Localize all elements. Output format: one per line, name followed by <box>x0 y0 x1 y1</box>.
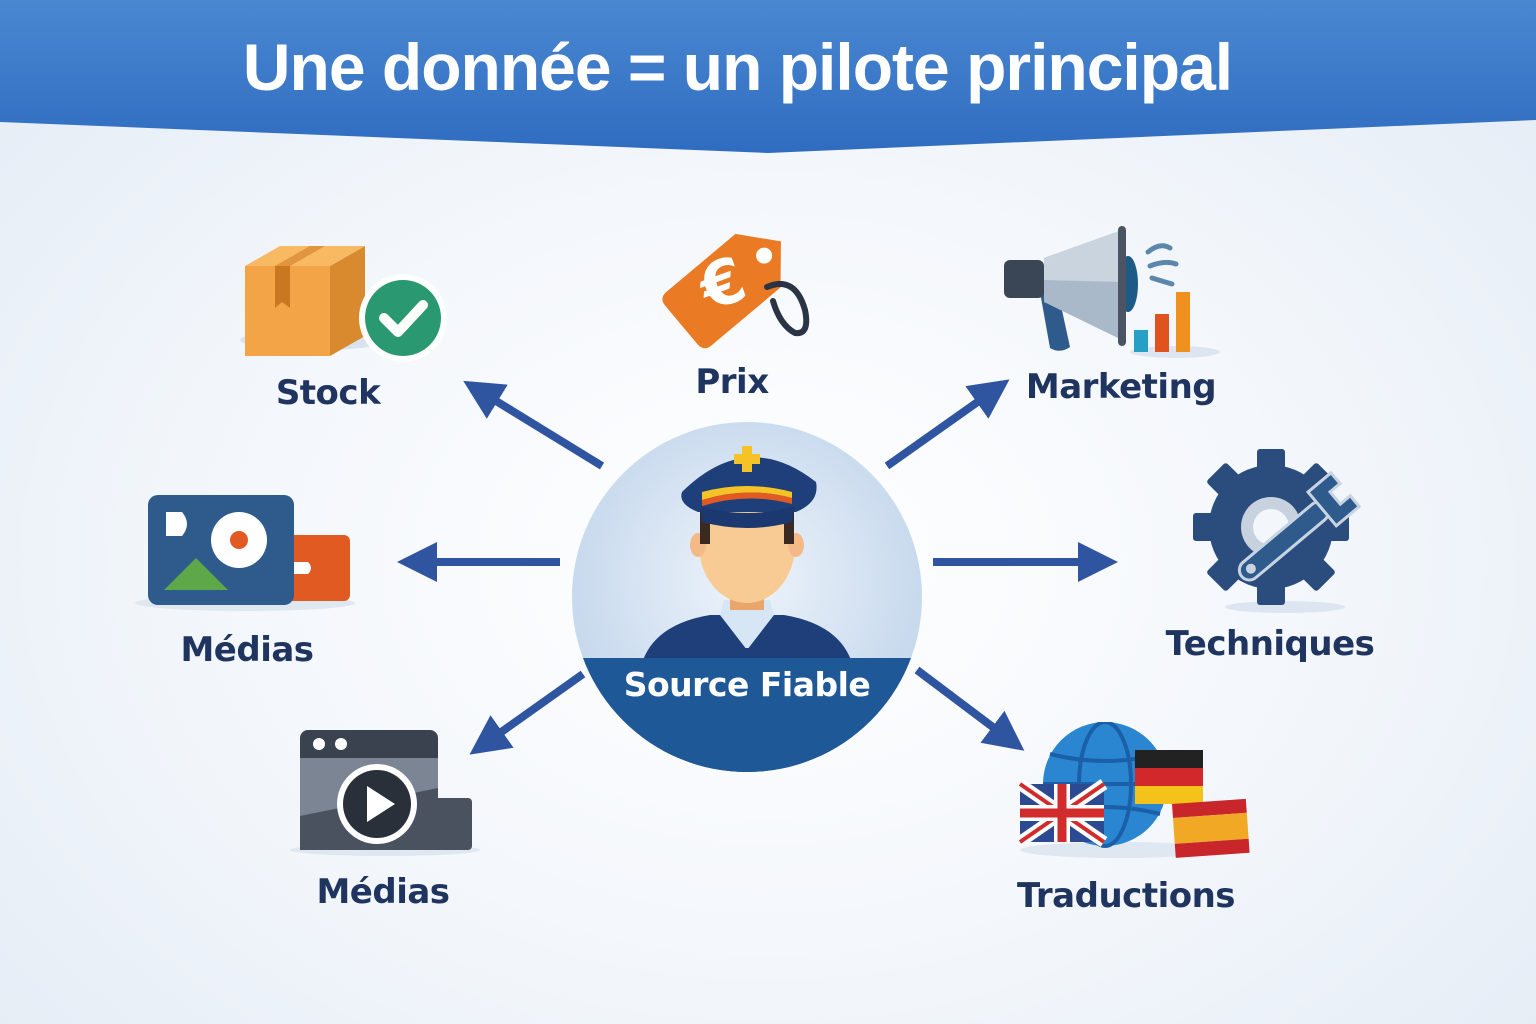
image-gallery-icon <box>135 495 355 611</box>
globe-flags-icon <box>1016 722 1250 858</box>
node-label-stock: Stock <box>275 373 381 413</box>
node-label-medias-video: Médias <box>316 872 450 912</box>
arrow-to-marketing <box>884 379 1010 470</box>
arrow-to-stock <box>463 380 605 470</box>
node-stock <box>220 228 455 363</box>
box-check-icon <box>240 246 447 362</box>
node-label-prix: Prix <box>695 362 769 402</box>
node-traductions <box>1010 722 1255 862</box>
gear-wrench-icon <box>1193 449 1362 613</box>
node-techniques <box>1185 445 1385 615</box>
euro-price-tag-icon: € <box>662 233 810 349</box>
node-prix: € <box>655 205 815 355</box>
source-fiable-hub <box>572 422 922 772</box>
video-player-icon <box>290 730 480 856</box>
hub-label: Source Fiable <box>623 665 871 704</box>
node-medias-video <box>285 728 485 858</box>
arrow-to-medias-video <box>469 670 586 755</box>
megaphone-chart-icon <box>1004 226 1220 358</box>
page-title: Une donnée = un pilote principal <box>242 30 1233 104</box>
node-label-traductions: Traductions <box>1016 876 1236 916</box>
node-label-techniques: Techniques <box>1165 624 1375 664</box>
node-medias-images <box>130 490 360 615</box>
node-marketing <box>1000 222 1225 362</box>
node-label-marketing: Marketing <box>1025 367 1217 407</box>
title-banner <box>0 0 1536 153</box>
node-label-medias-images: Médias <box>180 630 314 670</box>
arrow-to-traductions <box>914 666 1025 751</box>
